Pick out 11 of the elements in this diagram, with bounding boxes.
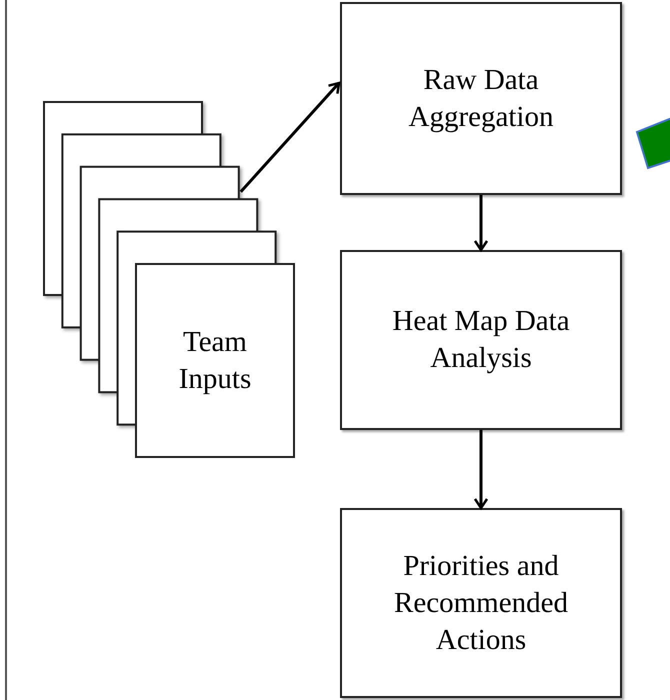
box-label: Raw Data Aggregation bbox=[408, 62, 554, 134]
box-label: Priorities and Recommended Actions bbox=[393, 548, 569, 658]
process-box bbox=[340, 508, 622, 698]
box-label: Team Inputs bbox=[178, 324, 252, 396]
arrow bbox=[474, 430, 488, 510]
arrow bbox=[240, 82, 340, 193]
page-stack bbox=[43, 101, 295, 458]
process-box bbox=[340, 250, 622, 430]
box-label: Heat Map Data Analysis bbox=[391, 304, 571, 376]
process-box bbox=[340, 2, 622, 195]
arrow bbox=[474, 195, 488, 252]
